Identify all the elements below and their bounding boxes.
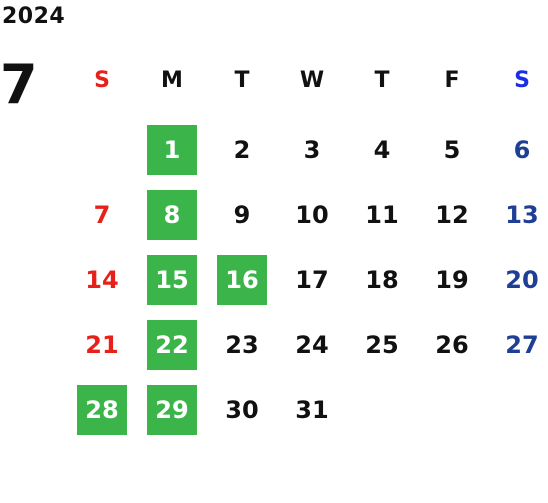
weekday-label: S bbox=[94, 68, 110, 93]
weekday-label: M bbox=[161, 68, 183, 93]
calendar-day[interactable]: 24 bbox=[295, 331, 329, 359]
calendar-day[interactable]: 19 bbox=[435, 266, 469, 294]
calendar-day[interactable]: 14 bbox=[85, 266, 119, 294]
calendar-day[interactable]: 29 bbox=[147, 385, 197, 435]
calendar-day[interactable]: 12 bbox=[435, 201, 469, 229]
weekday-label: S bbox=[514, 68, 530, 93]
calendar-day[interactable]: 25 bbox=[365, 331, 399, 359]
calendar-day[interactable]: 23 bbox=[225, 331, 259, 359]
calendar-day[interactable]: 16 bbox=[217, 255, 267, 305]
calendar-month: 7 bbox=[0, 53, 38, 116]
calendar-day[interactable]: 10 bbox=[295, 201, 329, 229]
calendar-day[interactable]: 20 bbox=[505, 266, 539, 294]
calendar-day[interactable]: 1 bbox=[147, 125, 197, 175]
calendar-day[interactable]: 21 bbox=[85, 331, 119, 359]
calendar-day[interactable]: 9 bbox=[233, 201, 251, 229]
weekday-label: T bbox=[374, 68, 390, 93]
calendar-day[interactable]: 17 bbox=[295, 266, 329, 294]
calendar-day[interactable]: 11 bbox=[365, 201, 399, 229]
calendar-day[interactable]: 15 bbox=[147, 255, 197, 305]
calendar-day[interactable]: 6 bbox=[513, 136, 531, 164]
calendar-day[interactable]: 4 bbox=[373, 136, 391, 164]
calendar-year: 2024 bbox=[2, 4, 66, 29]
calendar-day[interactable]: 3 bbox=[303, 136, 321, 164]
weekday-label: T bbox=[234, 68, 250, 93]
calendar-day[interactable]: 8 bbox=[147, 190, 197, 240]
weekday-label: W bbox=[299, 68, 325, 93]
calendar-day[interactable]: 5 bbox=[443, 136, 461, 164]
calendar-day[interactable]: 18 bbox=[365, 266, 399, 294]
calendar-day[interactable]: 2 bbox=[233, 136, 251, 164]
calendar-day[interactable]: 27 bbox=[505, 331, 539, 359]
weekday-label: F bbox=[444, 68, 460, 93]
calendar-day[interactable]: 31 bbox=[295, 396, 329, 424]
calendar-day[interactable]: 13 bbox=[505, 201, 539, 229]
calendar-day[interactable]: 7 bbox=[93, 201, 111, 229]
calendar-day[interactable]: 30 bbox=[225, 396, 259, 424]
calendar-day[interactable]: 28 bbox=[77, 385, 127, 435]
calendar-day[interactable]: 22 bbox=[147, 320, 197, 370]
calendar-day[interactable]: 26 bbox=[435, 331, 469, 359]
